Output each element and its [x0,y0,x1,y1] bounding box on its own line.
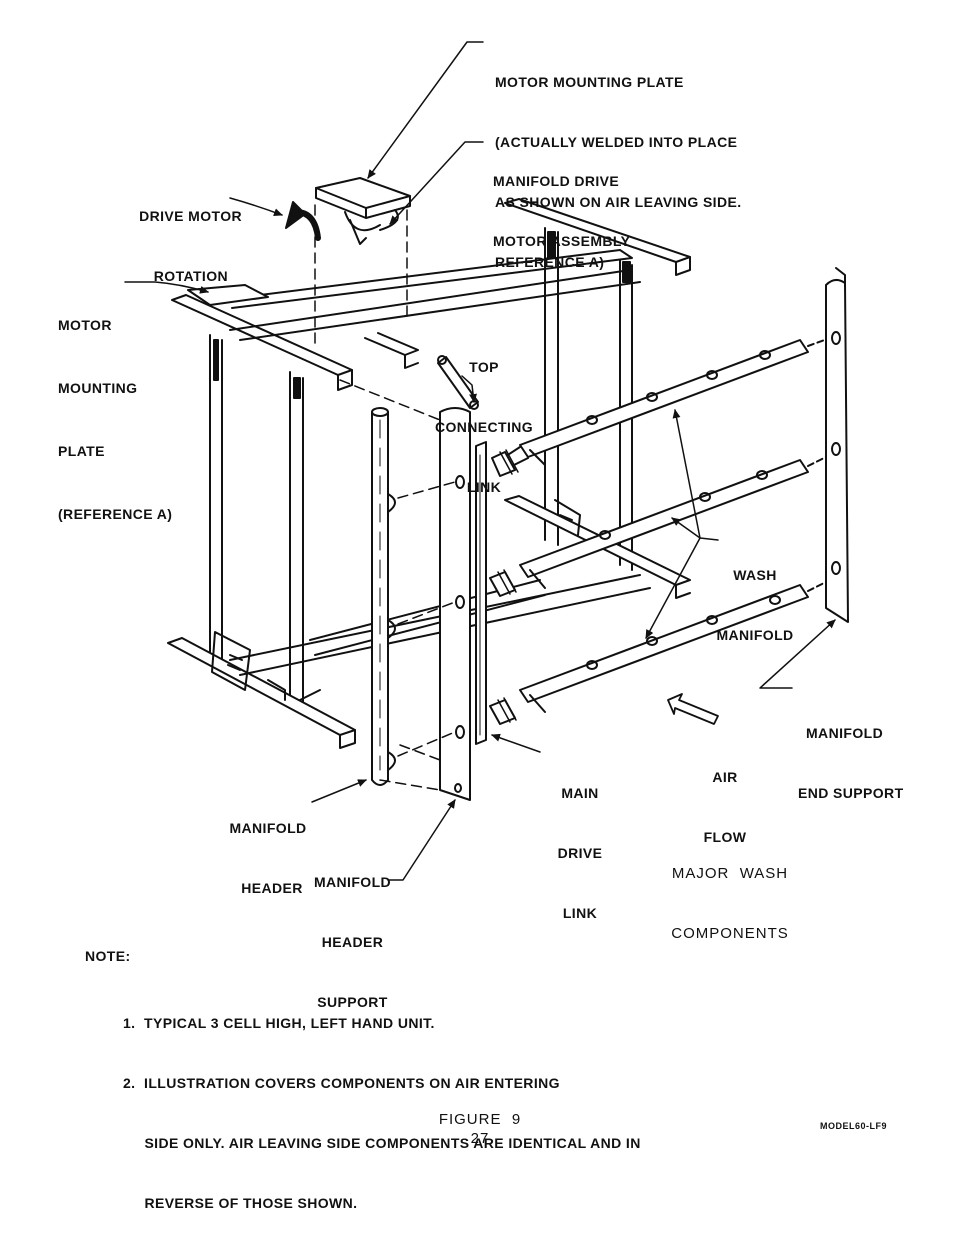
label-line: MANIFOLD [313,874,392,890]
manifold-header [371,407,396,786]
label-line: MANIFOLD [806,725,884,741]
label-line: MAIN [561,785,599,801]
label-line: MANIFOLD [716,627,794,643]
label-line: PLATE [58,443,105,459]
label-air-flow: AIR FLOW [690,727,760,867]
label-motor-mounting-plate-top: MOTOR MOUNTING PLATE (ACTUALLY WELDED IN… [495,32,742,292]
label-wash-manifold: WASH MANIFOLD [700,525,810,665]
drawing-code: MODEL60-LF9 [820,1121,888,1131]
label-line: MANIFOLD [229,820,307,836]
label-top-connecting-link: TOP CONNECTING LINK [425,317,543,517]
note-line: 2. ILLUSTRATION COVERS COMPONENTS ON AIR… [123,1075,560,1091]
label-line: MOTOR MOUNTING PLATE [495,74,684,90]
label-line: DRIVE MOTOR [139,208,242,224]
caption-line: COMPONENTS [671,925,789,942]
main-drive-link [475,441,487,745]
label-line: HEADER [321,934,384,950]
air-flow-arrow [667,693,719,725]
page-number: 27 [470,1130,490,1147]
label-line: CONNECTING [434,419,534,435]
label-line: DRIVE [557,845,603,861]
notes-heading: NOTE: [85,948,131,964]
label-line: ROTATION [153,268,228,284]
label-manifold-header-support: MANIFOLD HEADER SUPPORT [305,832,400,1032]
label-line: AS SHOWN ON AIR LEAVING SIDE. [495,194,742,210]
frame [167,198,691,749]
caption-line: MAJOR WASH [671,865,789,882]
label-line: REFERENCE A) [495,254,605,270]
label-line: MOTOR ASSEMBLY [493,233,631,249]
label-manifold-header: MANIFOLD HEADER [218,778,318,918]
note-line: SIDE ONLY. AIR LEAVING SIDE COMPONENTS A… [123,1135,641,1151]
label-main-drive-link: MAIN DRIVE LINK [540,743,620,943]
figure-caption: MAJOR WASH COMPONENTS [665,824,795,964]
label-line: FLOW [703,829,747,845]
label-line: LINK [466,479,502,495]
wash-manifold-pipes [489,337,831,725]
label-line: END SUPPORT [798,785,904,801]
label-line: MANIFOLD DRIVE [493,173,620,189]
label-manifold-drive-motor: MANIFOLD DRIVE MOTOR ASSEMBLY [493,131,630,271]
manifold-header-support [439,407,471,801]
label-line: MOUNTING [58,380,138,396]
label-line: TOP [469,359,499,375]
label-line: HEADER [241,880,303,896]
note-line: REVERSE OF THOSE SHOWN. [123,1195,358,1211]
label-line: AIR [712,769,738,785]
notes-list: 1. TYPICAL 3 CELL HIGH, LEFT HAND UNIT. … [123,973,641,1233]
top-connecting-link [437,355,479,410]
figure-number: FIGURE 9 [438,1111,522,1128]
label-line: (ACTUALLY WELDED INTO PLACE [495,134,738,150]
label-motor-mounting-plate-left: MOTOR MOUNTING PLATE (REFERENCE A) [58,273,172,546]
label-line: MOTOR [58,317,112,333]
manifold-end-support [825,267,849,623]
label-line: SUPPORT [317,994,388,1010]
label-manifold-end-support: MANIFOLD END SUPPORT [798,683,904,823]
label-drive-motor-rotation: DRIVE MOTOR ROTATION [110,166,242,306]
note-line: 1. TYPICAL 3 CELL HIGH, LEFT HAND UNIT. [123,1015,435,1031]
label-line: WASH [733,567,777,583]
label-line: LINK [562,905,598,921]
label-line: (REFERENCE A) [58,506,173,522]
drive-motor-assembly [285,177,411,346]
